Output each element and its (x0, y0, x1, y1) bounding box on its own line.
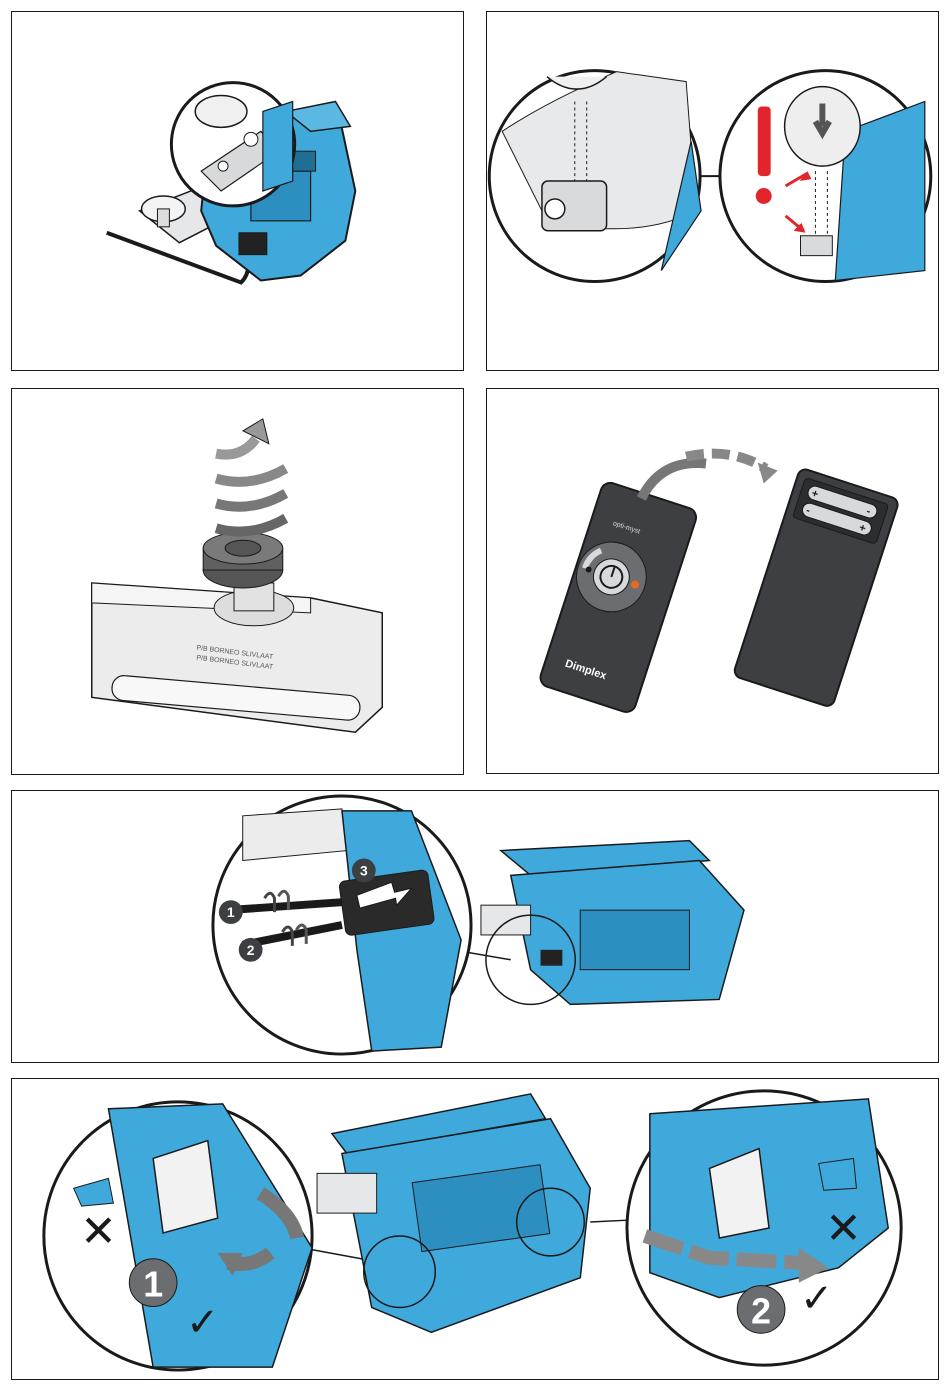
warning-icon (758, 106, 771, 176)
step-number-2: 2 (247, 942, 255, 958)
remote-battery-illustration: opti-myst Dimplex + - - + (487, 389, 938, 773)
panel-transducer-assembly (11, 11, 464, 371)
check-mark-left: ✓ (186, 1300, 219, 1344)
step-number-2: 2 (751, 1291, 771, 1331)
transducer-assembly-illustration (12, 12, 463, 370)
panel-float-alignment (486, 11, 939, 371)
clip-release-illustration: ✕ 1 ✓ ✕ 2 ✓ (12, 1079, 938, 1379)
cap-removal-illustration: P/B BORNEO SLIVLAAT P/B BORNEO SLIVLAAT (12, 389, 463, 774)
step-number-3: 3 (360, 862, 368, 878)
cable-disconnect-illustration: 1 2 3 (12, 791, 938, 1062)
check-mark-right: ✓ (800, 1276, 833, 1320)
cross-mark-left: ✕ (80, 1207, 117, 1256)
remote-back: + - - + (733, 467, 900, 707)
step-number-1: 1 (143, 1265, 163, 1305)
clip-small-icon (819, 1158, 857, 1190)
panel-cap-removal: P/B BORNEO SLIVLAAT P/B BORNEO SLIVLAAT (11, 388, 464, 775)
remote-front: opti-myst Dimplex (538, 480, 699, 714)
panel-clip-release: ✕ 1 ✓ ✕ 2 ✓ (11, 1078, 939, 1380)
cross-mark-right: ✕ (825, 1204, 862, 1253)
float-alignment-illustration (487, 12, 938, 370)
step-number-1: 1 (227, 904, 235, 920)
panel-remote-battery: opti-myst Dimplex + - - + (486, 388, 939, 774)
panel-cable-disconnect: 1 2 3 (11, 790, 939, 1063)
